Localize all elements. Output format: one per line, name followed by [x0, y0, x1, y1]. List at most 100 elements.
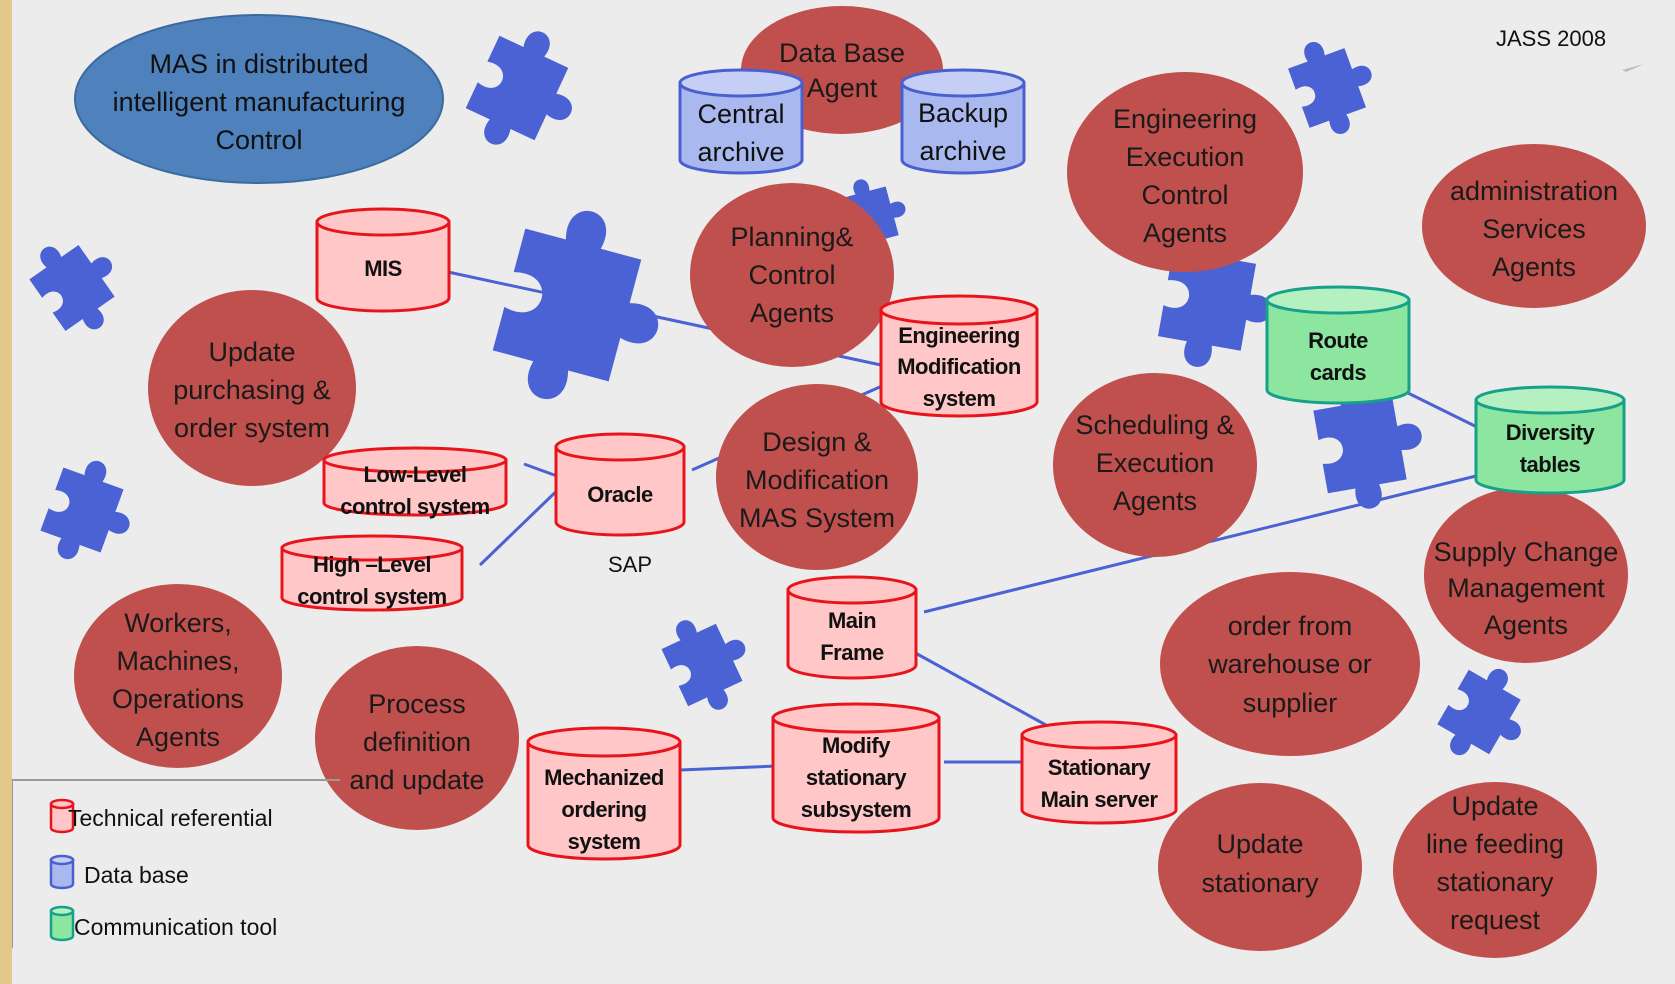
referential-label: Modification [897, 354, 1021, 379]
agent-label: Machines, [116, 646, 239, 676]
jass-label: JASS 2008 [1496, 26, 1606, 51]
agent-label: Execution [1126, 142, 1245, 172]
database-backup: Backup archive [900, 68, 1026, 175]
agent-label: Scheduling & [1075, 410, 1234, 440]
database-label: Backup [918, 98, 1008, 128]
agent-design: Design & Modification MAS System [716, 384, 918, 570]
title-line: intelligent manufacturing [113, 87, 406, 117]
agent-label: MAS System [739, 503, 895, 533]
referential-high-level: High –Level control system [280, 534, 464, 612]
referential-label: Modify [822, 733, 891, 758]
legend-database-label: Data base [84, 862, 189, 888]
referential-label: Stationary [1048, 755, 1152, 780]
legend-frame [12, 779, 340, 948]
agent-purchasing: Update purchasing & order system [148, 290, 356, 486]
connector-line [679, 764, 778, 772]
agent-label: Supply Change [1434, 537, 1619, 567]
connector-line [478, 478, 570, 567]
referential-label: ordering [561, 797, 646, 822]
legend-technical-label: Technical referential [68, 805, 273, 831]
comm-route-cards: Route cards [1265, 285, 1411, 405]
agent-label: and update [349, 765, 484, 795]
connector-line [909, 648, 1056, 732]
agent-label: Execution [1096, 448, 1215, 478]
agent-label: Data Base [779, 38, 905, 68]
agent-process: Process definition and update [315, 646, 519, 830]
agent-label: stationary [1436, 867, 1554, 897]
connector-line [1407, 391, 1488, 434]
agent-label: Agents [1484, 610, 1568, 640]
referential-label: High –Level [313, 552, 431, 577]
agent-label: administration [1450, 176, 1618, 206]
slide-canvas: JASS 2008 MAS in distributed intelligent… [12, 0, 1675, 984]
comm-label: Diversity [1506, 420, 1596, 445]
agent-label: stationary [1201, 868, 1319, 898]
agent-label: Process [368, 689, 466, 719]
mas-diagram: JASS 2008 MAS in distributed intelligent… [12, 6, 1646, 958]
agent-label: purchasing & [173, 375, 331, 405]
agent-engineering: Engineering Execution Control Agents [1067, 72, 1303, 272]
referentials: MIS Engineering Modification system Low-… [280, 207, 1178, 861]
agent-label: Agents [1113, 486, 1197, 516]
title-line: MAS in distributed [149, 49, 368, 79]
comm-label: Route [1308, 328, 1368, 353]
agent-label: Agents [1143, 218, 1227, 248]
puzzle-icon [456, 16, 597, 169]
referential-stat-server: Stationary Main server [1020, 720, 1178, 825]
agent-planning: Planning& Control Agents [690, 183, 894, 367]
referential-label: Frame [820, 640, 884, 665]
comm-diversity-tables: Diversity tables [1474, 385, 1626, 495]
agent-label: Management [1447, 573, 1605, 603]
agent-label: Agents [136, 722, 220, 752]
agent-workers: Workers, Machines, Operations Agents [74, 584, 282, 768]
referential-low-level: Low-Level control system [322, 446, 508, 519]
agent-label: Agents [1492, 252, 1576, 282]
puzzle-icon [1428, 655, 1544, 778]
agent-label: Control [1141, 180, 1228, 210]
referential-oracle: Oracle [554, 432, 686, 537]
agent-label: request [1450, 905, 1541, 935]
referential-label: control system [297, 584, 447, 609]
referential-label: subsystem [801, 797, 911, 822]
agent-admin: administration Services Agents [1422, 144, 1646, 308]
puzzle-icon [19, 221, 139, 345]
referential-label: control system [340, 494, 490, 519]
agent-label: Modification [745, 465, 889, 495]
referential-label: Low-Level [363, 462, 466, 487]
agent-linefeed: Update line feeding stationary request [1393, 782, 1597, 958]
puzzle-icon [484, 196, 683, 423]
agent-label: Workers, [124, 608, 232, 638]
referential-label: Oracle [587, 482, 653, 507]
agent-label: Operations [112, 684, 244, 714]
referential-mis: MIS [315, 207, 451, 313]
title-line: Control [215, 125, 302, 155]
legend-technical-icon [49, 798, 75, 834]
agent-label: Planning& [730, 222, 853, 252]
agent-supply: Supply Change Management Agents [1424, 487, 1628, 663]
agent-label: Agent [807, 73, 878, 103]
agent-label: Update [1216, 829, 1303, 859]
agent-label: Design & [762, 427, 872, 457]
comm-label: cards [1310, 360, 1366, 385]
agents: Data Base Agent Planning& Control Agents… [74, 6, 1646, 958]
agent-stationary: Update stationary [1158, 783, 1362, 951]
puzzle-icon [1282, 26, 1388, 144]
legend: Technical referential Data base Communic… [12, 779, 340, 948]
database-label: Central [697, 99, 784, 129]
referential-mechanized: Mechanized ordering system [526, 726, 682, 861]
puzzle-icon [34, 450, 147, 576]
referential-label: Engineering [898, 323, 1020, 348]
referential-modify: Modify stationary subsystem [771, 702, 941, 834]
agent-label: Control [748, 260, 835, 290]
referential-label: Main server [1041, 787, 1159, 812]
referential-label: system [568, 829, 641, 854]
database-central: Central archive [678, 68, 804, 175]
agent-label: line feeding [1426, 829, 1564, 859]
legend-communication-icon [49, 905, 75, 942]
agent-label: Engineering [1113, 104, 1257, 134]
agent-scheduling: Scheduling & Execution Agents [1053, 373, 1257, 557]
puzzle-icon [654, 601, 765, 722]
referential-label: Mechanized [544, 765, 664, 790]
referential-label: Main [828, 608, 876, 633]
title-ellipse: MAS in distributed intelligent manufactu… [74, 14, 444, 184]
